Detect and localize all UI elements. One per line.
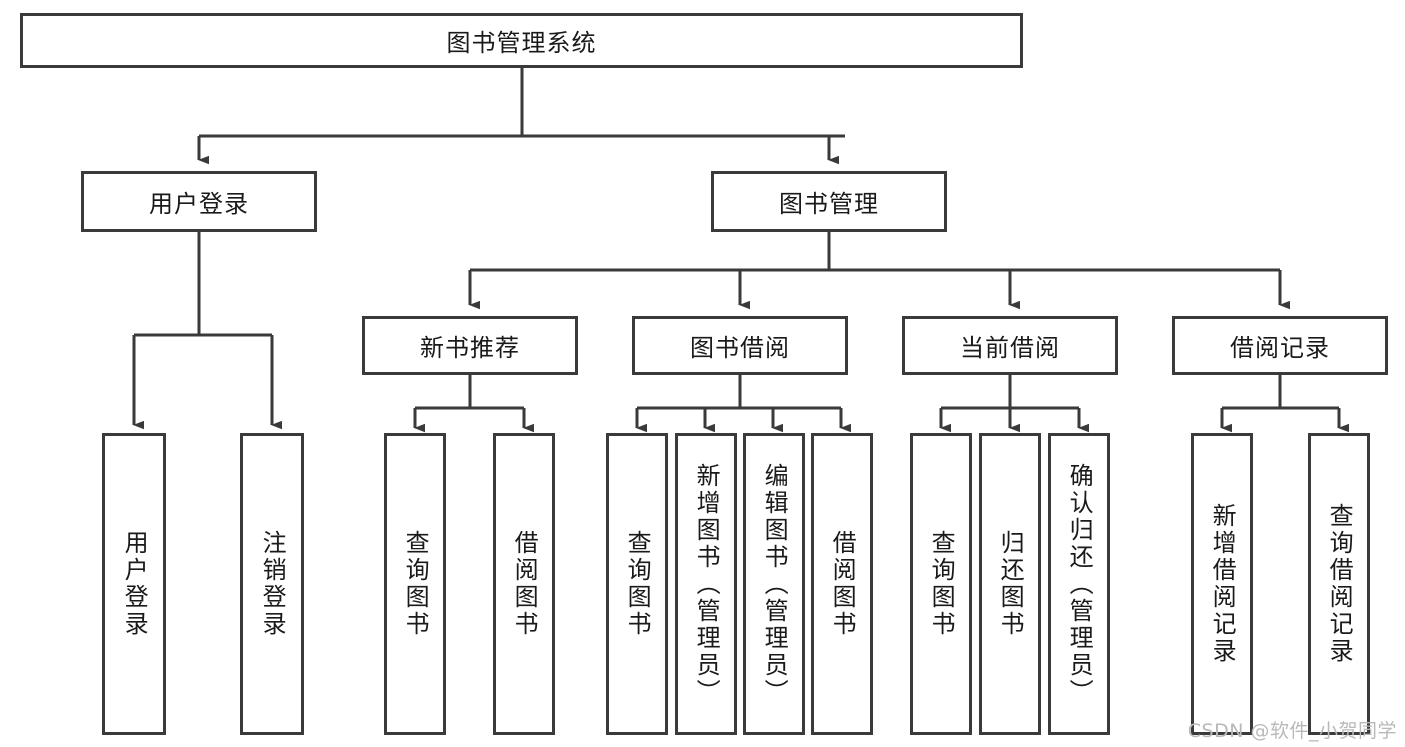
- node-borrow-record[interactable]: 借阅记录: [1172, 316, 1388, 375]
- node-root[interactable]: 图书管理系统: [20, 13, 1023, 68]
- node-leaf-user-login-label: 用户登录: [120, 530, 149, 638]
- node-new-book-recommend[interactable]: 新书推荐: [362, 316, 578, 375]
- node-leaf-query-book-3[interactable]: 查询图书: [910, 433, 972, 735]
- node-leaf-add-record[interactable]: 新增借阅记录: [1191, 433, 1253, 735]
- watermark-text: CSDN @软件_小贺同学: [1187, 720, 1397, 742]
- node-leaf-query-book-3-label: 查询图书: [927, 530, 956, 638]
- node-borrow-record-label: 借阅记录: [1230, 334, 1330, 362]
- node-leaf-edit-book[interactable]: 编辑图书（管理员）: [743, 433, 805, 735]
- node-leaf-borrow-book-2-label: 借阅图书: [828, 530, 857, 638]
- node-leaf-confirm-return-label: 确认归还（管理员）: [1065, 462, 1094, 706]
- node-leaf-user-login[interactable]: 用户登录: [102, 433, 166, 735]
- node-leaf-return-book[interactable]: 归还图书: [979, 433, 1041, 735]
- node-current-borrow-label: 当前借阅: [960, 334, 1060, 362]
- node-leaf-edit-book-label: 编辑图书（管理员）: [760, 462, 789, 706]
- node-leaf-logout-label: 注销登录: [258, 530, 287, 638]
- node-leaf-add-book[interactable]: 新增图书（管理员）: [675, 433, 737, 735]
- node-leaf-borrow-book-1[interactable]: 借阅图书: [493, 433, 555, 735]
- node-new-book-recommend-label: 新书推荐: [420, 334, 520, 362]
- node-leaf-query-book-1[interactable]: 查询图书: [384, 433, 446, 735]
- node-book-management[interactable]: 图书管理: [711, 171, 947, 232]
- node-leaf-logout[interactable]: 注销登录: [240, 433, 304, 735]
- node-leaf-query-book-2[interactable]: 查询图书: [606, 433, 668, 735]
- node-current-borrow[interactable]: 当前借阅: [902, 316, 1118, 375]
- node-leaf-query-book-1-label: 查询图书: [401, 530, 430, 638]
- node-leaf-return-book-label: 归还图书: [996, 530, 1025, 638]
- node-book-borrow[interactable]: 图书借阅: [632, 316, 848, 375]
- node-user-login-label: 用户登录: [149, 190, 249, 218]
- node-leaf-query-record[interactable]: 查询借阅记录: [1308, 433, 1370, 735]
- node-leaf-confirm-return[interactable]: 确认归还（管理员）: [1048, 433, 1110, 735]
- node-leaf-borrow-book-1-label: 借阅图书: [510, 530, 539, 638]
- node-leaf-add-book-label: 新增图书（管理员）: [692, 462, 721, 706]
- node-user-login[interactable]: 用户登录: [81, 171, 317, 232]
- node-leaf-add-record-label: 新增借阅记录: [1208, 503, 1237, 665]
- node-root-label: 图书管理系统: [446, 29, 597, 57]
- node-book-management-label: 图书管理: [779, 190, 879, 218]
- node-leaf-query-record-label: 查询借阅记录: [1325, 503, 1354, 665]
- node-book-borrow-label: 图书借阅: [690, 334, 790, 362]
- node-leaf-borrow-book-2[interactable]: 借阅图书: [811, 433, 873, 735]
- node-leaf-query-book-2-label: 查询图书: [623, 530, 652, 638]
